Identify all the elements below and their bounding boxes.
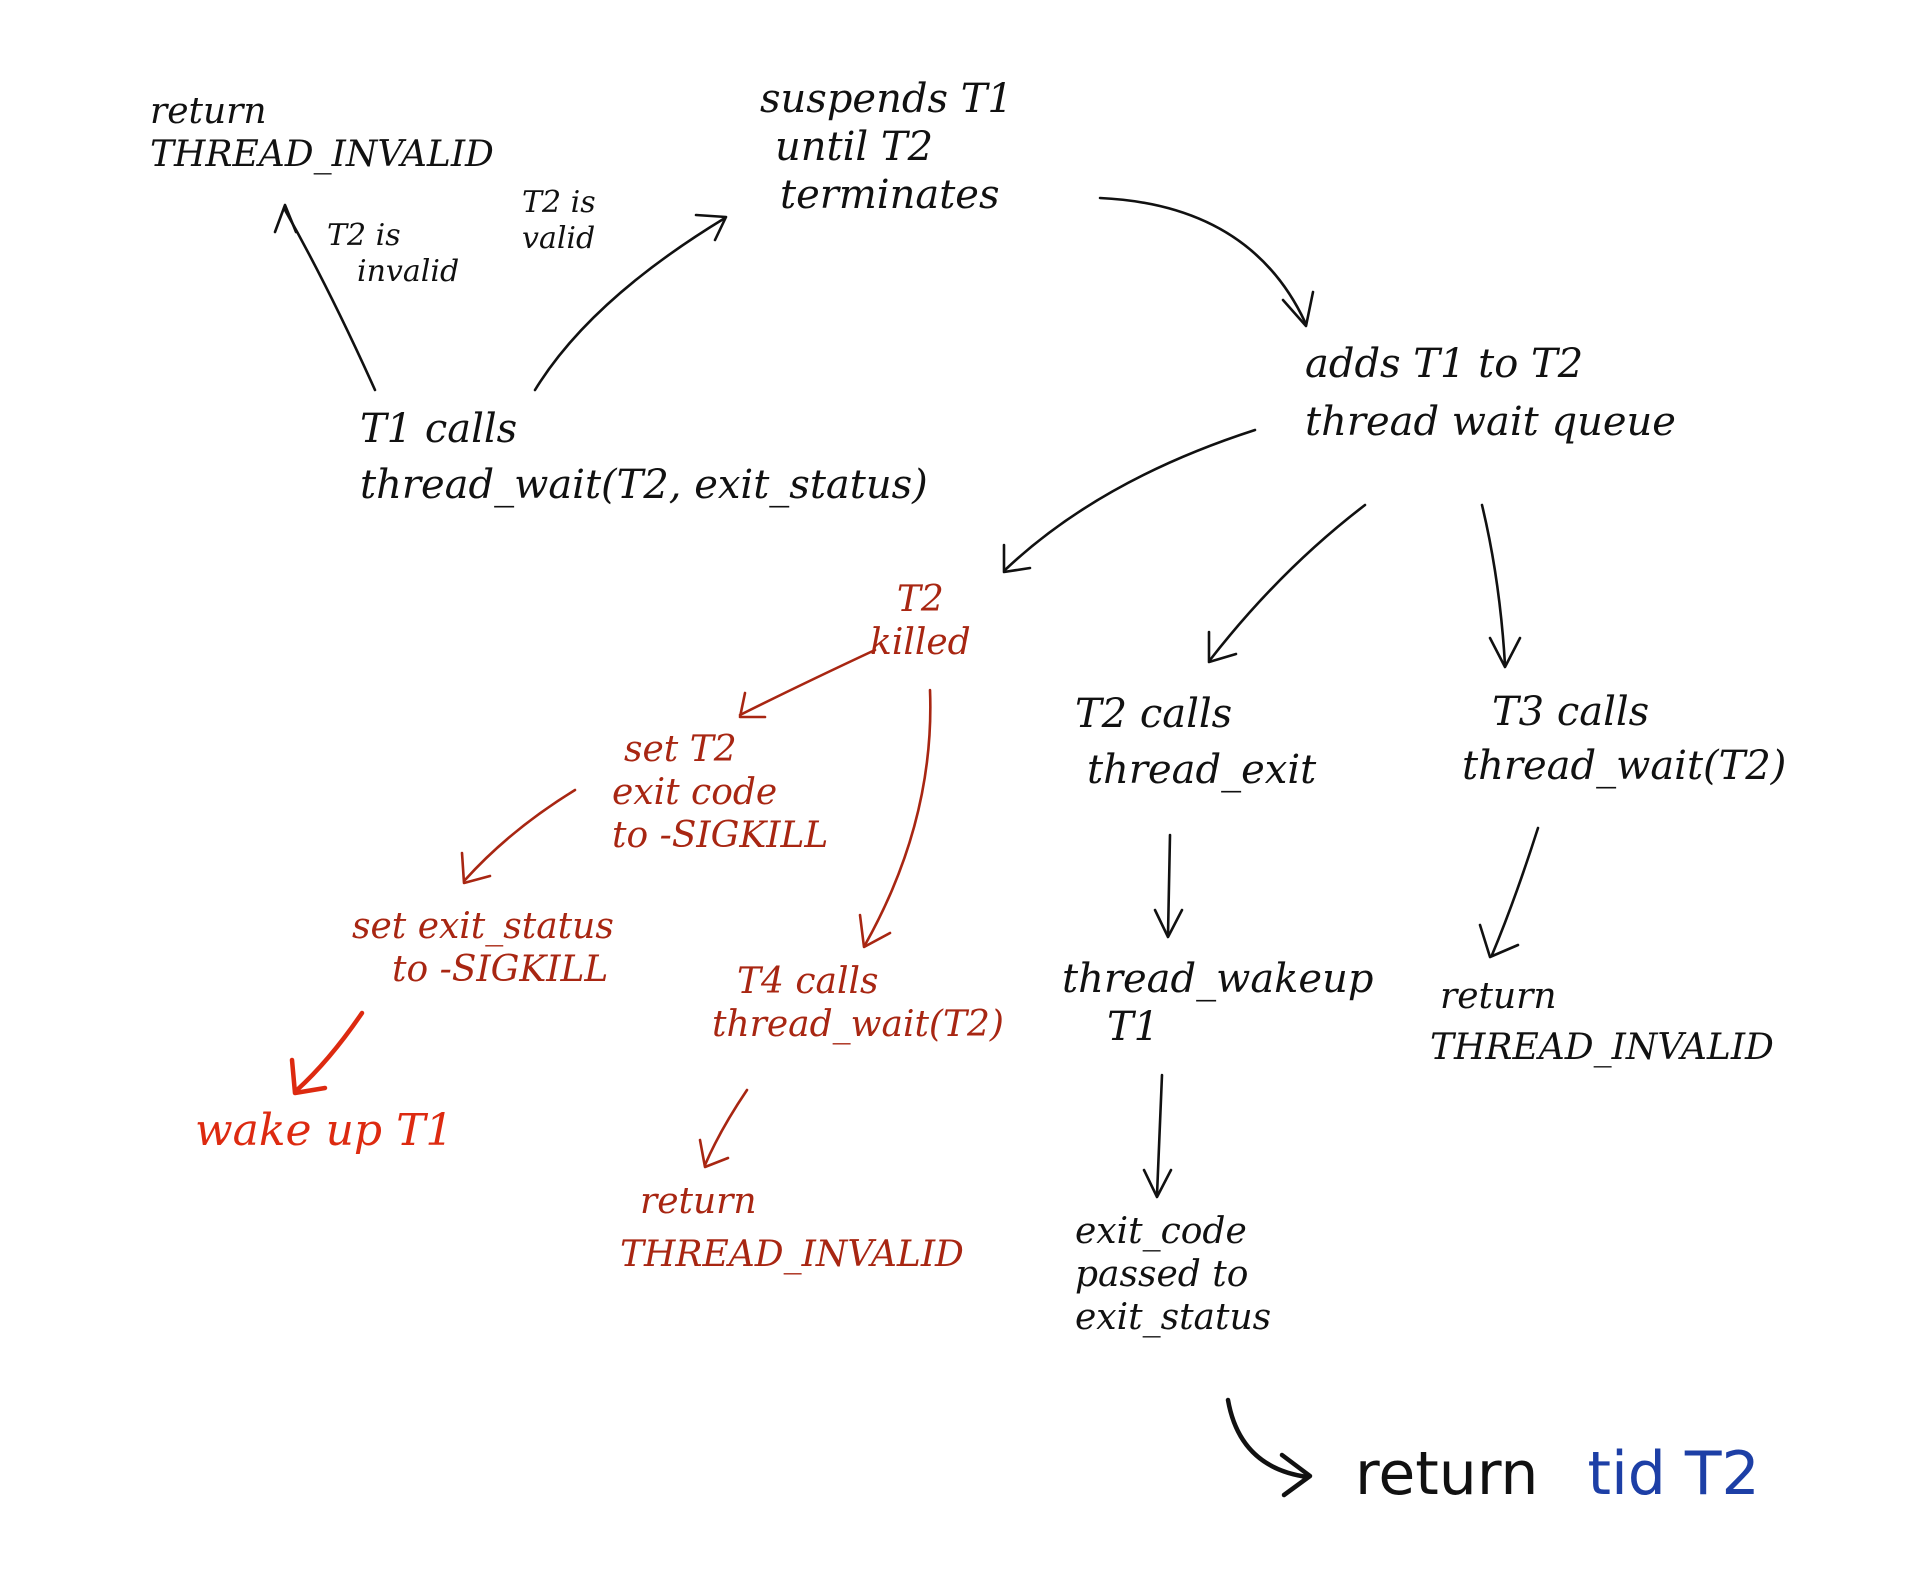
edge-label-valid-line1: T2 is: [522, 185, 596, 220]
node-set-exit-code: set T2 exit code to -SIGKILL: [612, 728, 828, 858]
node-return-invalid-red-line2: THREAD_INVALID: [620, 1234, 964, 1276]
node-t1-calls-line1: T1 calls: [360, 406, 518, 452]
arrow-to-t2-calls-exit: [1208, 503, 1367, 662]
node-return-invalid-right: return THREAD_INVALID: [1430, 975, 1774, 1069]
node-return-invalid-right-line1: return: [1440, 976, 1557, 1017]
edge-label-valid: T2 is valid: [522, 185, 596, 257]
edge-label-invalid-line1: T2 is: [327, 218, 401, 253]
arrow-to-return-invalid-red: [703, 1088, 749, 1167]
arrow-head: [1279, 1452, 1313, 1498]
node-exit-code-passed-line3: exit_status: [1075, 1297, 1272, 1339]
node-thread-wakeup-line2: T1: [1107, 1004, 1160, 1050]
edge-label-invalid: T2 is invalid: [327, 218, 459, 290]
node-adds: adds T1 to T2 thread wait queue: [1305, 340, 1676, 446]
arrow-to-adds: [1098, 196, 1307, 324]
node-adds-line2: thread wait queue: [1305, 399, 1676, 445]
arrow-head: [1207, 630, 1238, 664]
node-set-exit-status-line1: set exit_status: [352, 906, 614, 947]
node-adds-line1: adds T1 to T2: [1305, 341, 1584, 387]
node-t2-calls-exit: T2 calls thread_exit: [1075, 690, 1316, 794]
node-return-invalid-right-line2: THREAD_INVALID: [1430, 1027, 1774, 1069]
node-t3-calls-line2: thread_wait(T2): [1462, 743, 1787, 789]
edge-label-valid-line2: valid: [522, 221, 596, 256]
arrow-head: [289, 1057, 328, 1096]
arrow-head: [273, 203, 298, 234]
arrow-to-return-tid: [1225, 1397, 1311, 1480]
node-wakeup-t1: wake up T1: [195, 1105, 453, 1158]
node-t2-calls-exit-line2: thread_exit: [1087, 747, 1317, 793]
arrow-to-t4-calls: [863, 688, 932, 947]
arrow-head: [694, 213, 728, 242]
arrow-head: [1142, 1168, 1173, 1199]
node-suspends: suspends T1 until T2 terminates: [760, 75, 1013, 219]
node-set-exit-code-line1: set T2: [624, 729, 737, 770]
node-t2-killed-line2: killed: [870, 622, 971, 664]
arrow-to-t2-killed: [1003, 428, 1257, 572]
arrow-to-return-invalid-right: [1490, 826, 1540, 957]
node-wakeup-t1-line1: wake up T1: [195, 1105, 454, 1156]
node-exit-code-passed-line1: exit_code: [1075, 1211, 1247, 1252]
arrow-to-set-exit-code: [738, 648, 877, 717]
node-t1-calls: T1 calls thread_wait(T2, exit_status): [360, 405, 928, 509]
arrow-head: [698, 1138, 730, 1169]
arrow-to-t3-calls: [1480, 503, 1507, 667]
node-t4-calls-line2: thread_wait(T2): [712, 1004, 1004, 1046]
arrow-head: [1488, 636, 1522, 669]
arrow-to-thread-wakeup: [1166, 833, 1172, 937]
arrow-head: [1002, 543, 1032, 574]
node-return-invalid-red-line1: return: [640, 1181, 757, 1222]
node-exit-code-passed: exit_code passed to exit_status: [1075, 1210, 1271, 1340]
node-set-exit-status: set exit_status to -SIGKILL: [352, 905, 614, 991]
arrow-head: [460, 851, 492, 885]
node-t2-calls-exit-line1: T2 calls: [1075, 691, 1233, 737]
node-thread-wakeup: thread_wakeup T1: [1062, 955, 1373, 1051]
node-return-invalid-top-line2: THREAD_INVALID: [150, 134, 494, 176]
node-set-exit-status-line2: to -SIGKILL: [392, 949, 609, 991]
edge-label-invalid-line2: invalid: [357, 254, 460, 289]
node-t3-calls: T3 calls thread_wait(T2): [1462, 688, 1786, 790]
arrow-head: [738, 691, 767, 719]
arrow-head: [1478, 923, 1520, 959]
node-return-tid-word2: tid T2: [1587, 1439, 1760, 1509]
node-return-invalid-red: return THREAD_INVALID: [620, 1180, 964, 1276]
node-set-exit-code-line3: to -SIGKILL: [612, 815, 829, 857]
arrow-head: [858, 913, 892, 949]
node-t2-killed-line1: T2: [896, 579, 944, 620]
node-return-invalid-top-line1: return: [150, 91, 267, 132]
node-set-exit-code-line2: exit code: [612, 772, 778, 814]
node-t4-calls: T4 calls thread_wait(T2): [712, 960, 1004, 1046]
arrow-head: [1281, 290, 1315, 328]
arrow-to-exit-code-passed: [1155, 1073, 1164, 1197]
node-t1-calls-line2: thread_wait(T2, exit_status): [360, 462, 928, 508]
arrow-head: [1153, 908, 1184, 939]
node-thread-wakeup-line1: thread_wakeup: [1062, 956, 1374, 1002]
node-suspends-line3: terminates: [780, 172, 1000, 218]
node-t2-killed: T2 killed: [870, 578, 971, 664]
arrow-to-wakeup: [294, 1010, 365, 1093]
node-suspends-line1: suspends T1: [760, 76, 1013, 122]
node-t4-calls-line1: T4 calls: [737, 961, 879, 1002]
arrow-to-suspend: [533, 216, 727, 392]
node-t3-calls-line1: T3 calls: [1492, 689, 1650, 735]
node-return-tid: return tid T2: [1355, 1438, 1760, 1510]
node-return-invalid-top: return THREAD_INVALID: [150, 90, 494, 176]
node-return-tid-word1: return: [1355, 1439, 1539, 1509]
arrow-to-set-exit-status: [463, 788, 577, 882]
node-suspends-line2: until T2: [775, 124, 934, 170]
node-exit-code-passed-line2: passed to: [1075, 1254, 1249, 1296]
